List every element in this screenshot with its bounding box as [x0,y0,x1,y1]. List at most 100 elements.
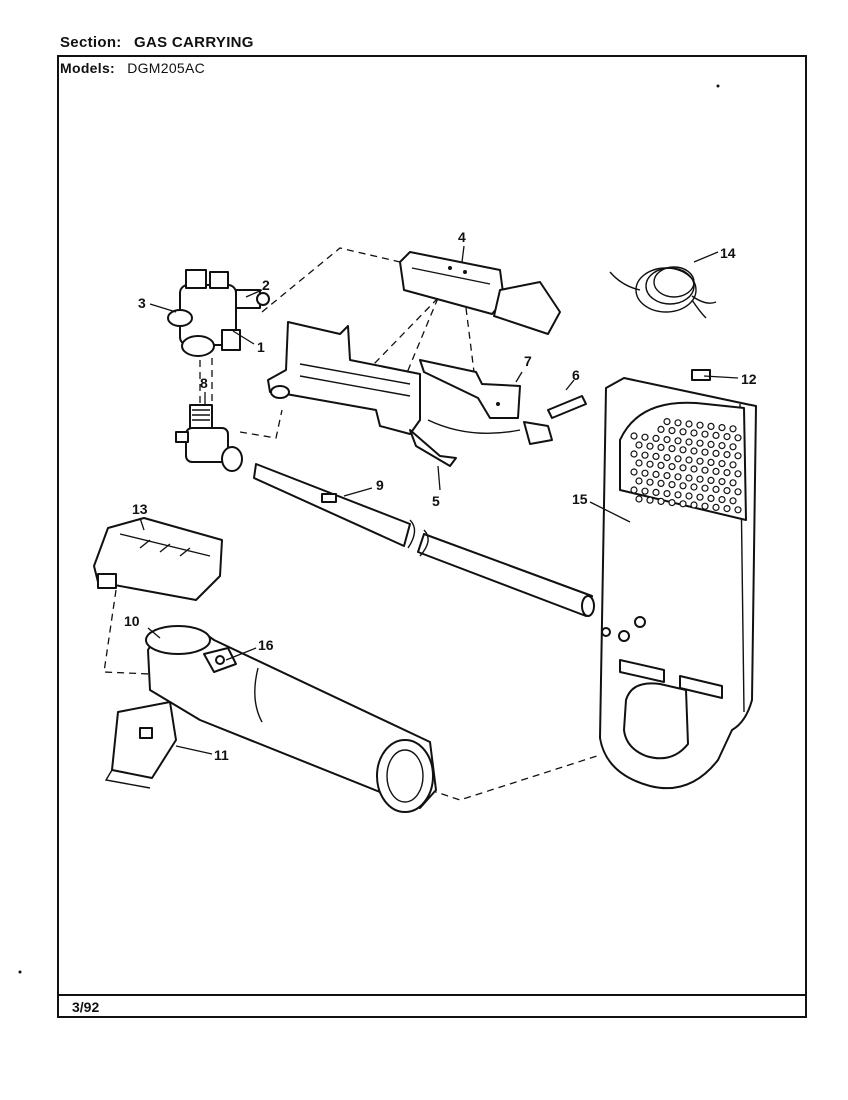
gas-valve [167,269,270,357]
vent-hole [635,441,643,449]
vent-hole [630,450,638,458]
vent-hole [652,452,660,460]
vent-hole [668,499,676,507]
vent-hole [646,442,654,450]
vent-hole [635,495,643,503]
vent-hole [690,501,698,509]
callout-16: 16 [258,637,274,653]
vent-hole [641,469,649,477]
stray-mark [18,970,22,974]
igniter-bracket [419,359,521,419]
vent-hole [696,475,704,483]
sensor-housing [93,517,223,601]
vent-hole [718,478,726,486]
vent-hole [712,467,720,475]
vent-hole [718,424,726,432]
callout-12: 12 [741,371,757,387]
vent-hole [630,432,638,440]
vent-hole [707,440,715,448]
callout-7: 7 [524,353,532,369]
vent-hole [701,430,709,438]
vent-hole [685,474,693,482]
vent-hole [707,458,715,466]
vent-hole [690,429,698,437]
callout-14: 14 [720,245,736,261]
vent-hole [663,454,671,462]
vent-hole [674,437,682,445]
section-header: Section: GAS CARRYING [60,34,254,51]
vent-hole [712,485,720,493]
vent-hole [729,479,737,487]
vent-hole [723,433,731,441]
vent-hole [729,425,737,433]
vent-hole [685,492,693,500]
vent-hole [641,451,649,459]
callout-8: 8 [200,375,208,391]
vent-hole [734,506,742,514]
vent-hole [646,478,654,486]
vent-hole [630,468,638,476]
vent-hole [707,494,715,502]
vent-hole [685,438,693,446]
section-label: Section: [60,34,122,51]
burner-tube [145,625,437,813]
vent-hole [668,427,676,435]
callout-11: 11 [214,747,229,763]
vent-hole [679,464,687,472]
vent-hole [701,466,709,474]
leader-lines [139,245,739,755]
vent-hole [712,449,720,457]
vent-hole [674,455,682,463]
vent-hole [657,443,665,451]
vent-hole [674,473,682,481]
vent-hole [734,434,742,442]
vent-hole [723,487,731,495]
vent-hole [635,477,643,485]
vent-hole [701,448,709,456]
vent-hole [652,488,660,496]
vent-hole [729,443,737,451]
vent-hole [718,460,726,468]
vent-hole [729,497,737,505]
vent-hole [646,496,654,504]
gas-tube [253,463,595,617]
vent-hole [723,451,731,459]
vent-hole [696,457,704,465]
diagram-frame [57,55,807,1018]
vent-hole [701,502,709,510]
vent-hole [696,493,704,501]
vent-hole [641,433,649,441]
inlet-fitting [175,404,243,472]
vent-hole [690,483,698,491]
callout-4: 4 [458,229,466,245]
vent-hole [685,456,693,464]
vent-hole [668,445,676,453]
callout-13: 13 [132,501,148,517]
vent-hole [663,472,671,480]
vent-hole [641,487,649,495]
burner-shield [599,377,757,790]
vent-hole [707,476,715,484]
clip [691,369,711,381]
vent-hole [679,446,687,454]
vent-hole [668,481,676,489]
vent-holes [630,418,742,514]
vent-hole [663,490,671,498]
vent-hole [690,447,698,455]
vent-hole [718,496,726,504]
models-label: Models: [60,60,115,76]
vent-hole [668,463,676,471]
vent-hole [712,431,720,439]
vent-hole [679,482,687,490]
callout-10: 10 [124,613,140,629]
vent-hole [707,422,715,430]
callout-3: 3 [138,295,146,311]
vent-hole [657,479,665,487]
section-value: GAS CARRYING [134,34,254,51]
callout-5: 5 [432,493,440,509]
vent-hole [652,434,660,442]
vent-hole [657,461,665,469]
igniter [427,395,587,445]
callout-15: 15 [572,491,588,507]
callout-9: 9 [376,477,384,493]
